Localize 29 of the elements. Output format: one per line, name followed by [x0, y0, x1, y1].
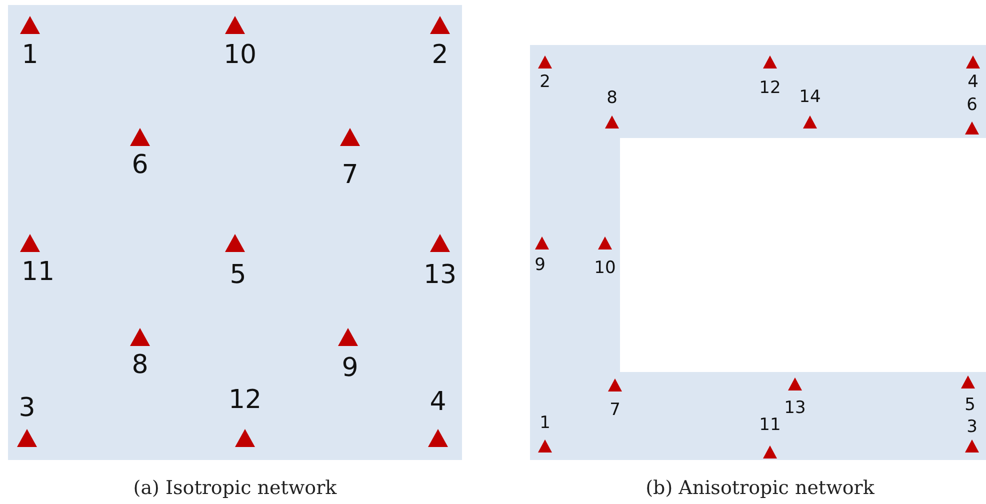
sensor-number: 8	[606, 88, 618, 108]
sensor-number: 12	[759, 78, 781, 98]
sensor-number: 7	[610, 400, 620, 420]
sensor-number: 2	[432, 40, 448, 70]
sensor-number: 11	[21, 257, 55, 287]
sensor-number: 9	[342, 353, 358, 383]
sensor-number: 4	[430, 387, 446, 417]
sensor-number: 5	[230, 260, 246, 290]
figure-caption: (b) Anisotropic network	[646, 477, 874, 499]
sensor-number: 2	[540, 72, 550, 92]
sensor-number: 13	[423, 260, 457, 290]
sensor-number: 8	[132, 350, 148, 380]
sensor-number: 6	[132, 150, 148, 180]
sensor-number: 10	[594, 258, 616, 278]
sensor-number: 9	[534, 255, 546, 275]
sensor-number: 6	[966, 95, 978, 115]
sensor-number: 13	[784, 398, 806, 418]
sensor-number: 3	[18, 393, 36, 423]
figure-caption: (a) Isotropic network	[133, 477, 337, 499]
sensor-number: 1	[540, 413, 550, 433]
sensor-number: 4	[968, 72, 978, 92]
sensor-number: 1	[22, 40, 38, 70]
sensor-number: 10	[223, 40, 257, 70]
sensor-number: 5	[964, 395, 976, 415]
sensor-number: 12	[228, 385, 262, 415]
sensor-number: 3	[966, 417, 978, 437]
sensor-number: 14	[799, 87, 821, 107]
sensor-number: 7	[342, 160, 358, 190]
sensor-number: 11	[759, 415, 781, 435]
